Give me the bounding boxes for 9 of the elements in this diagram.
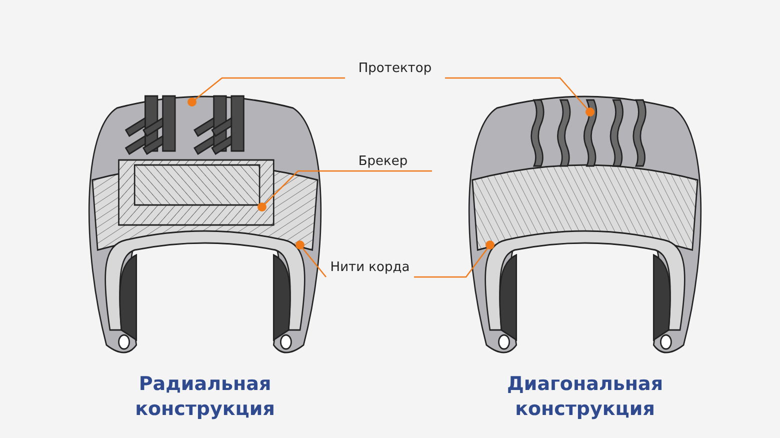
leader-line: [258, 170, 432, 212]
part-label: Брекер: [350, 153, 416, 171]
leader-line: [188, 77, 345, 106]
leader-line: [445, 77, 594, 116]
part-label: Протектор: [345, 60, 445, 78]
leader-line: [414, 240, 494, 278]
tire-type-caption: Радиальная конструкция: [134, 372, 276, 422]
tire-type-caption: Диагональная конструкция: [506, 372, 664, 422]
part-label: Нити корда: [326, 259, 414, 277]
